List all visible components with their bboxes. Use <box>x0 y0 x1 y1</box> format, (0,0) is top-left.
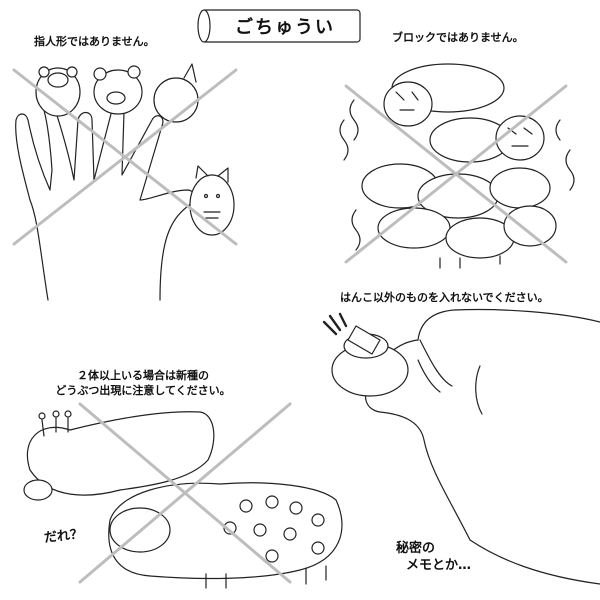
cross-mark-bottom-left <box>78 402 292 584</box>
cross-mark-top-right <box>344 84 568 264</box>
warning-no-foreign-objects: はんこ以外のものを入れないでください。 <box>340 291 549 304</box>
stacked-animals-drawing <box>339 63 575 269</box>
secret-memo-line1: 秘密の <box>396 541 436 556</box>
warning-not-blocks: ブロックではありません。 <box>392 31 524 44</box>
warning-not-finger-puppet: 指人形ではありません。 <box>34 35 155 48</box>
warning-multiple-animals: ２体以上いる場合は新種の どうぶつ出現に注意してください。 <box>38 368 248 398</box>
secret-memo-text: 秘密の メモとか… <box>396 540 471 574</box>
warning-multiple-line1: ２体以上いる場合は新種の <box>77 369 209 382</box>
cross-mark-top-left <box>12 68 238 246</box>
merged-animals-drawing <box>23 410 343 589</box>
secret-memo-line2: メモとか… <box>406 558 472 573</box>
warning-multiple-line2: どうぶつ出現に注意してください。 <box>55 384 231 397</box>
page-title: ごちゅうい <box>235 17 335 38</box>
title-badge: ごちゅうい <box>196 6 364 46</box>
title-badge-frame <box>197 9 361 43</box>
hand-holding-stamp-drawing <box>322 308 600 585</box>
finger-puppet-hand-drawing <box>15 63 235 301</box>
